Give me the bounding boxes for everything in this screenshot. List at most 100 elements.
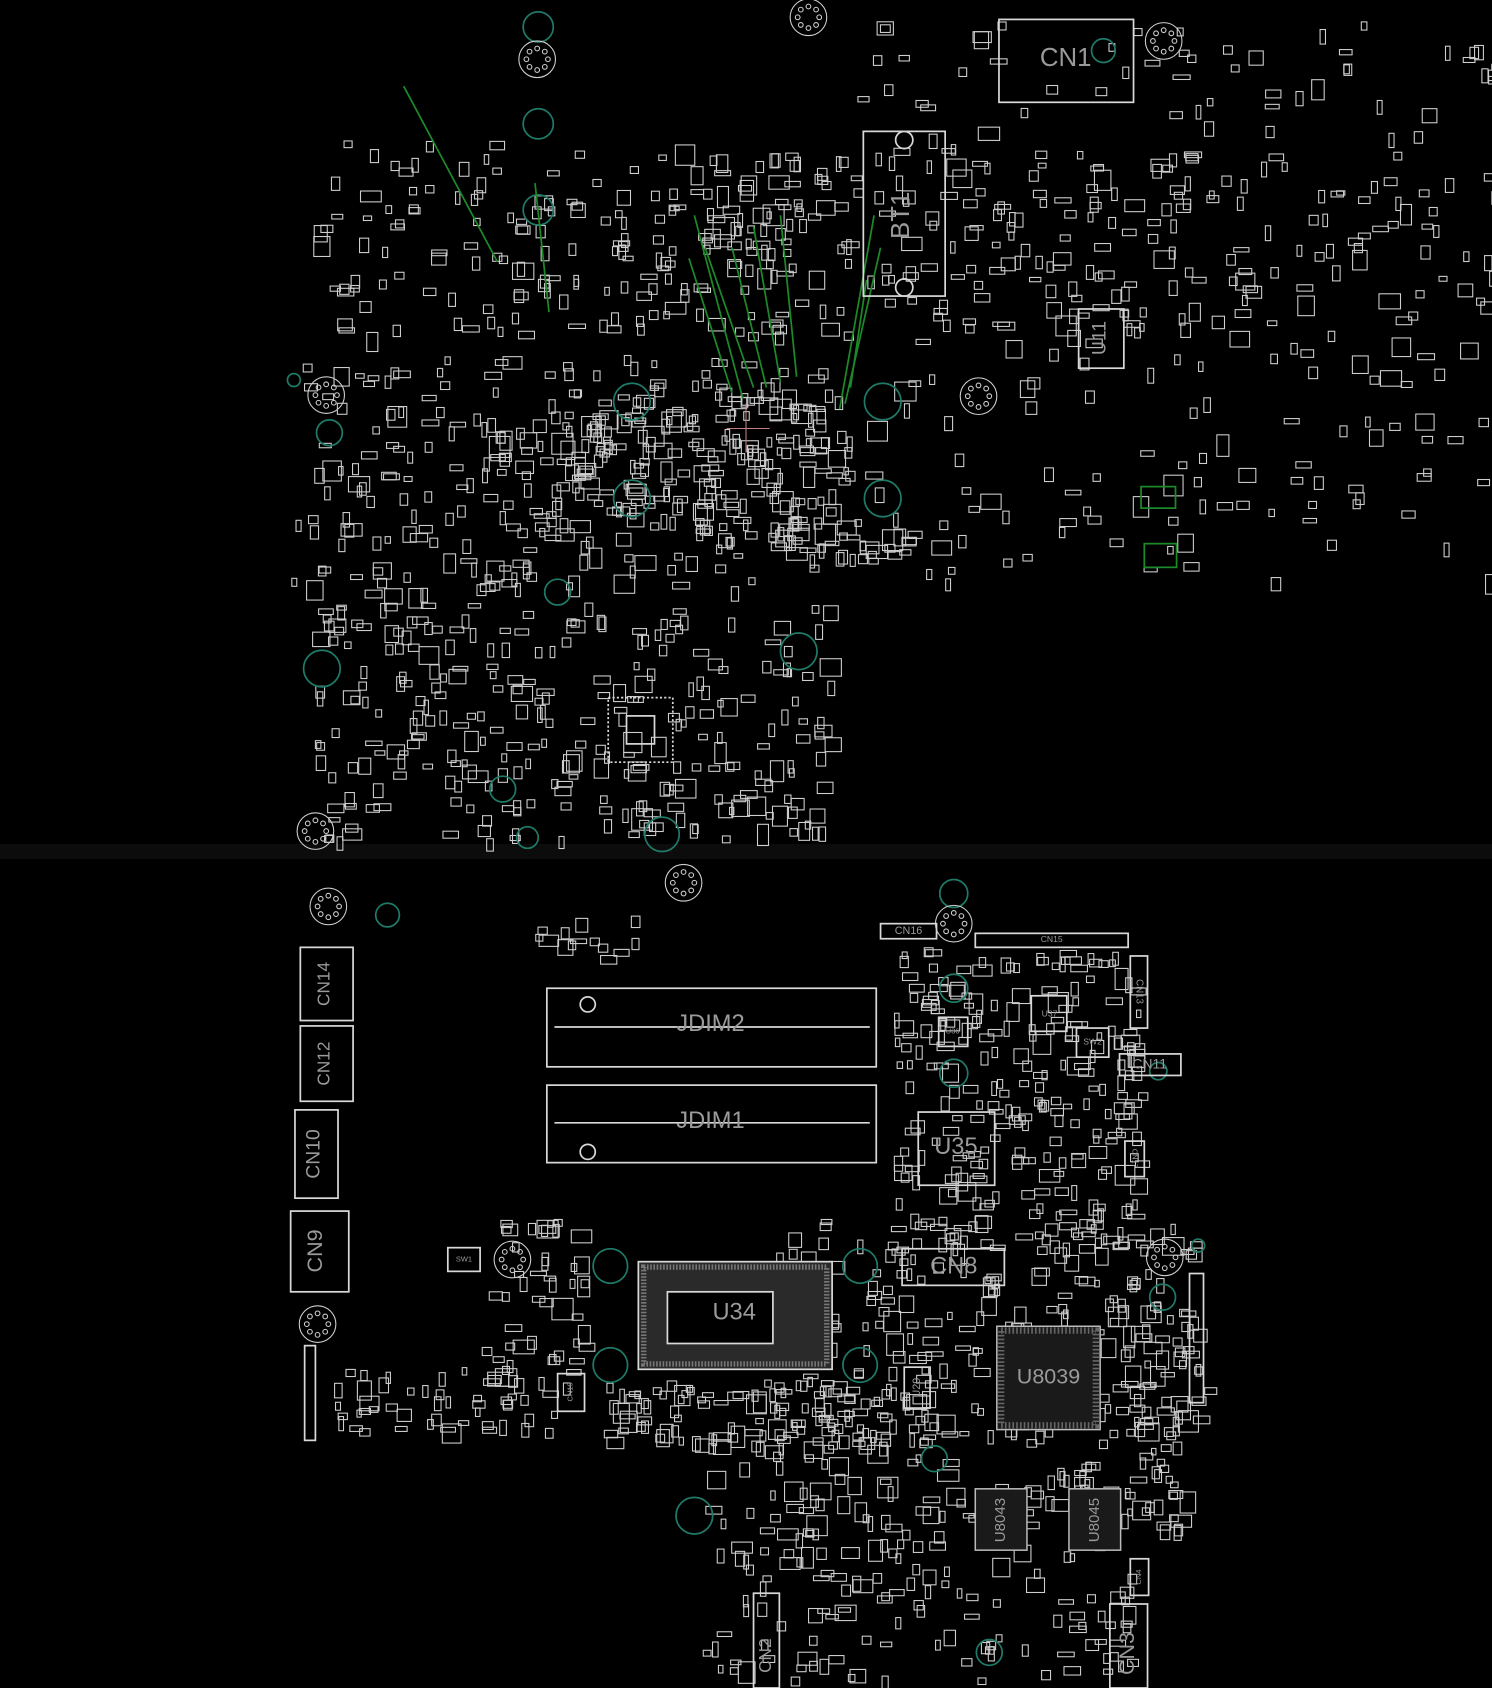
smd-pad: [635, 394, 656, 409]
smd-pad: [744, 531, 758, 540]
smd-pad: [943, 1566, 950, 1578]
smd-pad: [483, 1378, 501, 1386]
smd-pad: [837, 1395, 855, 1403]
smd-pad: [721, 835, 731, 844]
smd-pad: [586, 424, 593, 437]
component-sw1[interactable]: SW1: [446, 1246, 481, 1273]
smd-pad: [359, 482, 367, 496]
smd-pad: [942, 319, 951, 333]
component-cn13[interactable]: CN13: [1129, 955, 1149, 1029]
smd-pad: [1270, 577, 1282, 592]
smd-pad: [365, 804, 380, 813]
smd-pad: [630, 764, 648, 774]
smd-pad: [1098, 1439, 1109, 1450]
smd-pad: [1144, 59, 1161, 67]
smd-pad: [813, 419, 827, 433]
component-cn9[interactable]: CN9: [289, 1210, 350, 1293]
smd-pad: [1387, 220, 1399, 229]
smd-pad: [658, 644, 668, 657]
connector-strip-left[interactable]: [303, 1344, 317, 1442]
smd-pad: [1094, 1638, 1107, 1645]
smd-pad: [898, 1295, 915, 1314]
smd-pad: [692, 502, 715, 521]
component-cn19[interactable]: CN19: [556, 1372, 586, 1413]
smd-pad: [975, 188, 986, 197]
component-cpu-socket-top[interactable]: [607, 696, 674, 764]
smd-pad: [906, 1268, 913, 1282]
smd-pad: [1172, 1416, 1180, 1428]
smd-pad: [1109, 1317, 1120, 1327]
smd-pad: [386, 442, 400, 449]
smd-pad: [534, 647, 543, 659]
smd-pad: [1126, 323, 1133, 337]
smd-pad: [1085, 264, 1095, 280]
smd-pad: [667, 802, 685, 812]
smd-pad: [359, 237, 370, 254]
smd-pad: [1125, 977, 1133, 994]
smd-pad: [826, 1418, 839, 1427]
component-cn10[interactable]: CN10: [294, 1109, 339, 1200]
smd-pad: [1343, 63, 1353, 76]
smd-pad: [762, 1575, 772, 1583]
smd-pad: [1308, 214, 1319, 226]
smd-pad: [727, 241, 742, 251]
smd-pad: [714, 391, 723, 401]
smd-pad: [1059, 234, 1071, 242]
component-cn11[interactable]: CN11: [1118, 1053, 1182, 1077]
smd-pad: [1085, 338, 1103, 349]
connector-strip-right[interactable]: [1188, 1272, 1205, 1404]
component-sw2[interactable]: SW2: [1075, 1027, 1110, 1059]
smd-pad: [837, 1410, 855, 1418]
smd-pad: [525, 758, 532, 770]
component-jdim1[interactable]: JDIM1: [545, 1084, 878, 1164]
smd-pad: [696, 448, 715, 458]
component-label: U29: [911, 1378, 923, 1398]
smd-pad: [649, 385, 659, 391]
component-cn17[interactable]: CN17: [1124, 1140, 1146, 1178]
component-u11[interactable]: U11: [1077, 308, 1125, 370]
smd-pad: [552, 1223, 560, 1238]
component-cn1[interactable]: CN1: [998, 18, 1135, 104]
smd-pad: [773, 483, 781, 495]
component-u36[interactable]: U36: [937, 1016, 969, 1048]
smd-pad: [733, 553, 744, 559]
component-cn8[interactable]: CN8: [901, 1247, 1006, 1287]
component-cn15[interactable]: CN15: [974, 932, 1130, 949]
smd-pad: [509, 834, 521, 842]
smd-pad: [477, 824, 491, 838]
smd-pad: [1124, 281, 1138, 288]
component-u37[interactable]: U37: [1030, 994, 1068, 1033]
smd-pad: [1153, 250, 1175, 269]
component-bt1[interactable]: BT1: [862, 130, 947, 297]
smd-pad: [772, 491, 794, 513]
component-u8045[interactable]: U8045: [1068, 1488, 1122, 1551]
component-jdim2[interactable]: JDIM2: [545, 987, 878, 1068]
smd-pad: [735, 327, 745, 337]
smd-pad: [606, 1382, 614, 1394]
component-u8043[interactable]: U8043: [974, 1488, 1028, 1551]
smd-pad: [511, 828, 520, 845]
component-u34[interactable]: U34: [637, 1260, 833, 1371]
smd-pad: [1103, 1668, 1114, 1675]
component-u29[interactable]: U29: [903, 1366, 931, 1409]
smd-pad: [915, 99, 929, 108]
component-cn3[interactable]: CN3: [1108, 1603, 1149, 1688]
smd-pad: [1176, 27, 1184, 37]
smd-pad: [364, 589, 383, 599]
smd-pad: [587, 423, 603, 431]
component-cn12[interactable]: CN12: [299, 1025, 354, 1103]
smd-pad: [973, 280, 984, 290]
component-cn16[interactable]: CN16: [879, 922, 938, 940]
component-u35[interactable]: U35: [917, 1111, 996, 1187]
smd-pad: [1086, 1220, 1104, 1230]
component-u8039[interactable]: U8039: [996, 1325, 1101, 1431]
smd-pad: [936, 1469, 960, 1482]
smd-pad: [942, 1458, 960, 1467]
smd-pad: [871, 1399, 884, 1407]
component-cn14[interactable]: CN14: [299, 946, 354, 1022]
smd-pad: [1090, 1224, 1097, 1234]
smd-pad: [1019, 1080, 1030, 1088]
component-cn4[interactable]: CN4: [1129, 1557, 1150, 1597]
smd-pad: [1031, 1267, 1047, 1286]
